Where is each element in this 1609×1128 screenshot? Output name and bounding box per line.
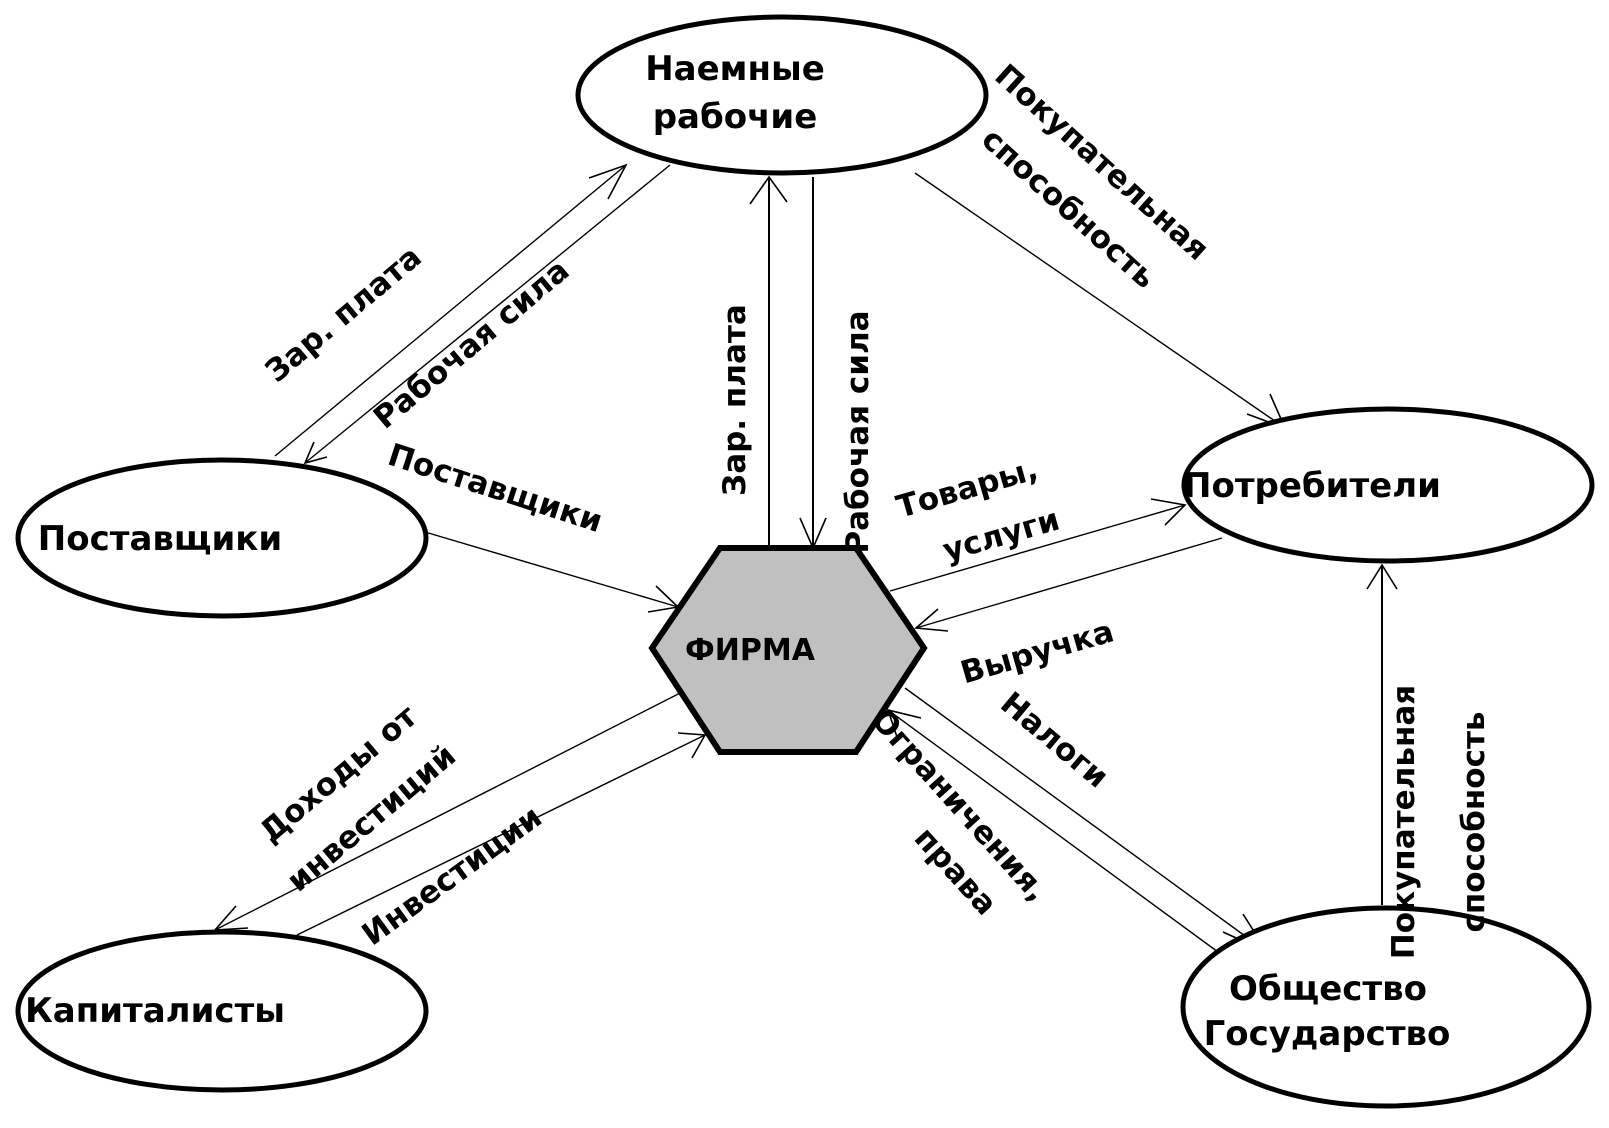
- label-purchasing-state-line2: способность: [1456, 711, 1492, 932]
- arrow-labor-workers-to-suppliers: [303, 164, 671, 465]
- label-revenue: Выручка: [957, 613, 1118, 691]
- node-suppliers[interactable]: Поставщики: [15, 457, 429, 619]
- arrow-revenue-consumers-to-firm: [914, 537, 1223, 632]
- arrow-investments-capitalists-to-firm: [296, 732, 707, 936]
- state-label-line1: Общество: [1229, 969, 1427, 1009]
- node-state[interactable]: Общество Государство: [1180, 905, 1592, 1109]
- firm-hexagon: [648, 545, 928, 755]
- label-taxes: Налоги: [994, 685, 1116, 795]
- firm-label: ФИРМА: [685, 633, 816, 668]
- consumers-ellipse: [1181, 406, 1595, 564]
- workers-label-line2: рабочие: [653, 97, 818, 137]
- arrow-labor-workers-to-firm: [799, 177, 827, 551]
- arrow-goods-firm-to-consumers: [889, 498, 1187, 592]
- arrow-purchasing-state-to-consumers: [1366, 563, 1398, 905]
- node-consumers[interactable]: Потребители: [1181, 406, 1595, 564]
- capitalists-ellipse: [15, 929, 429, 1093]
- label-wage-diagonal: Зар. плата: [259, 239, 429, 390]
- label-wage-vertical: Зар. плата: [717, 304, 753, 496]
- workers-ellipse: [575, 14, 989, 176]
- arrow-wage-suppliers-to-workers: [274, 163, 628, 457]
- workers-label-line1: Наемные: [645, 49, 825, 89]
- consumers-label: Потребители: [1183, 466, 1441, 506]
- label-labor-vertical: Рабочая сила: [840, 310, 876, 553]
- connections: [213, 163, 1398, 964]
- node-capitalists[interactable]: Капиталисты: [15, 929, 429, 1093]
- arrow-suppliers-to-firm: [424, 531, 680, 613]
- label-purchasing-state-line1: Покупательная: [1386, 685, 1422, 959]
- node-firm[interactable]: ФИРМА: [648, 545, 928, 755]
- capitalists-label: Капиталисты: [25, 991, 285, 1031]
- suppliers-ellipse: [15, 457, 429, 619]
- arrow-restrictions-state-to-firm: [886, 708, 1234, 964]
- node-workers[interactable]: Наемные рабочие: [575, 14, 989, 176]
- arrow-wage-firm-to-workers: [749, 175, 788, 548]
- suppliers-label: Поставщики: [38, 519, 282, 559]
- state-label-line2: Государство: [1204, 1014, 1451, 1054]
- state-ellipse: [1180, 905, 1592, 1109]
